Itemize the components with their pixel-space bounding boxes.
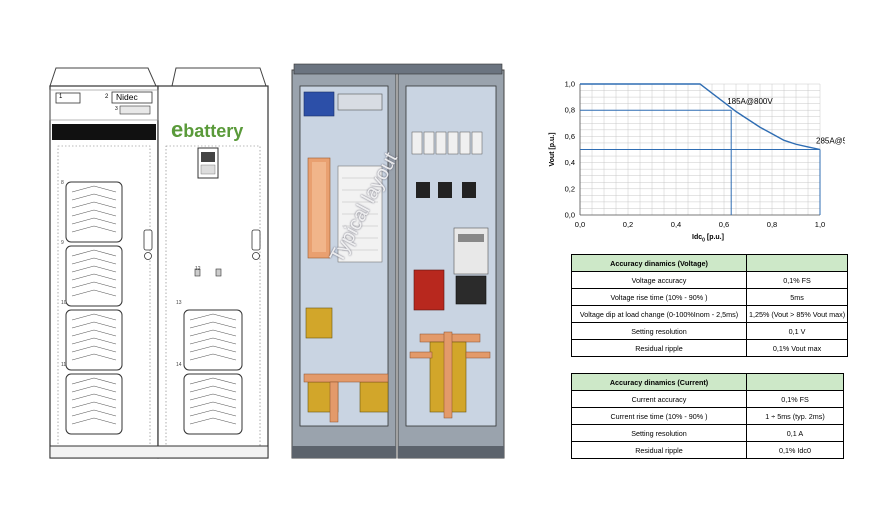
table-cell: 0,1% Idc0 bbox=[746, 441, 844, 459]
table-cell: Setting resolution bbox=[571, 322, 747, 340]
table-cell: Residual ripple bbox=[571, 441, 747, 459]
x-tick-label: 0,6 bbox=[719, 220, 729, 229]
label-box-1: 1 bbox=[59, 94, 63, 100]
chart-annotation: 185A@800V bbox=[727, 97, 773, 106]
table-header-row: Accuracy dinamics (Current) bbox=[571, 373, 844, 391]
table-row: Voltage accuracy 0,1% FS bbox=[571, 271, 849, 289]
callout: 10 bbox=[61, 300, 67, 306]
table-cell: 0,1% Vout max bbox=[745, 339, 849, 357]
ebattery-logo-e: e bbox=[171, 117, 184, 142]
x-tick-label: 0,8 bbox=[767, 220, 777, 229]
table-row: Voltage dip at load change (0-100%Inom -… bbox=[571, 305, 849, 323]
chart-xlabel-sub: 0 bbox=[702, 237, 705, 244]
table-cell: 1,25% (Vout > 85% Vout max) bbox=[745, 305, 849, 323]
table-header-cell: Accuracy dinamics (Current) bbox=[571, 373, 747, 391]
table-row: Current accuracy 0,1% FS bbox=[571, 390, 844, 408]
table-cell: 0,1% FS bbox=[745, 271, 849, 289]
table-header-cell bbox=[746, 373, 844, 391]
table-cell: Residual ripple bbox=[571, 339, 747, 357]
table-cell: 0,1 V bbox=[745, 322, 849, 340]
chart-xlabel-unit: [p.u.] bbox=[706, 234, 724, 241]
label-box-2: 2 bbox=[105, 94, 109, 100]
table-cell: Setting resolution bbox=[571, 424, 747, 442]
x-tick-label: 0,0 bbox=[575, 220, 585, 229]
table-cell: Current accuracy bbox=[571, 390, 747, 408]
table-row: Voltage rise time (10% - 90% ) 5ms bbox=[571, 288, 849, 306]
table-row: Residual ripple 0,1% Idc0 bbox=[571, 441, 844, 459]
callout: 12 bbox=[195, 266, 201, 272]
table-row: Current rise time (10% - 90% ) 1 ÷ 5ms (… bbox=[571, 407, 844, 425]
chart-xlabel: Idc0 [p.u.] bbox=[692, 234, 724, 243]
table-row: Setting resolution 0,1 A bbox=[571, 424, 844, 442]
ebattery-logo-text: battery bbox=[183, 121, 244, 141]
table-cell: 1 ÷ 5ms (typ. 2ms) bbox=[746, 407, 844, 425]
chart-annotation: 285A@500V bbox=[816, 137, 845, 146]
y-tick-label: 0,2 bbox=[565, 184, 575, 193]
y-tick-label: 1,0 bbox=[565, 80, 575, 89]
table-header-cell: Accuracy dinamics (Voltage) bbox=[571, 254, 747, 272]
table-header-row: Accuracy dinamics (Voltage) bbox=[571, 254, 849, 272]
table-header-cell bbox=[745, 254, 849, 272]
table-cell: 5ms bbox=[745, 288, 849, 306]
table-cell: 0,1 A bbox=[746, 424, 844, 442]
table-row: Residual ripple 0,1% Vout max bbox=[571, 339, 849, 357]
table-cell: Current rise time (10% - 90% ) bbox=[571, 407, 747, 425]
x-tick-label: 0,2 bbox=[623, 220, 633, 229]
cabinet-drawing bbox=[49, 67, 269, 459]
y-tick-label: 0,0 bbox=[565, 211, 575, 220]
y-axis-label: Vout [p.u.] bbox=[549, 132, 556, 166]
ebattery-logo: ebattery bbox=[171, 117, 243, 143]
table-cell: Voltage accuracy bbox=[571, 271, 747, 289]
x-tick-label: 0,4 bbox=[671, 220, 681, 229]
y-tick-label: 0,6 bbox=[565, 132, 575, 141]
internal-layout-drawing bbox=[291, 63, 505, 459]
table-row: Setting resolution 0,1 V bbox=[571, 322, 849, 340]
callout: 13 bbox=[176, 300, 182, 306]
table-cell: 0,1% FS bbox=[746, 390, 844, 408]
chart-xlabel-main: Idc bbox=[692, 234, 703, 241]
callout: 11 bbox=[61, 362, 67, 368]
table-cell: Voltage dip at load change (0-100%Inom -… bbox=[571, 305, 747, 323]
y-tick-label: 0,4 bbox=[565, 158, 575, 167]
voltage-accuracy-table: Accuracy dinamics (Voltage) Voltage accu… bbox=[571, 254, 849, 357]
callout: 9 bbox=[61, 240, 64, 246]
label-box-3: 3 bbox=[115, 106, 118, 112]
callout: 8 bbox=[61, 180, 64, 186]
table-cell: Voltage rise time (10% - 90% ) bbox=[571, 288, 747, 306]
x-tick-label: 1,0 bbox=[815, 220, 825, 229]
callout: 14 bbox=[176, 362, 182, 368]
nidec-logo: Nidec bbox=[116, 92, 138, 102]
derating-line bbox=[580, 83, 821, 151]
y-tick-label: 0,8 bbox=[565, 106, 575, 115]
current-accuracy-table: Accuracy dinamics (Current) Current accu… bbox=[571, 373, 844, 459]
